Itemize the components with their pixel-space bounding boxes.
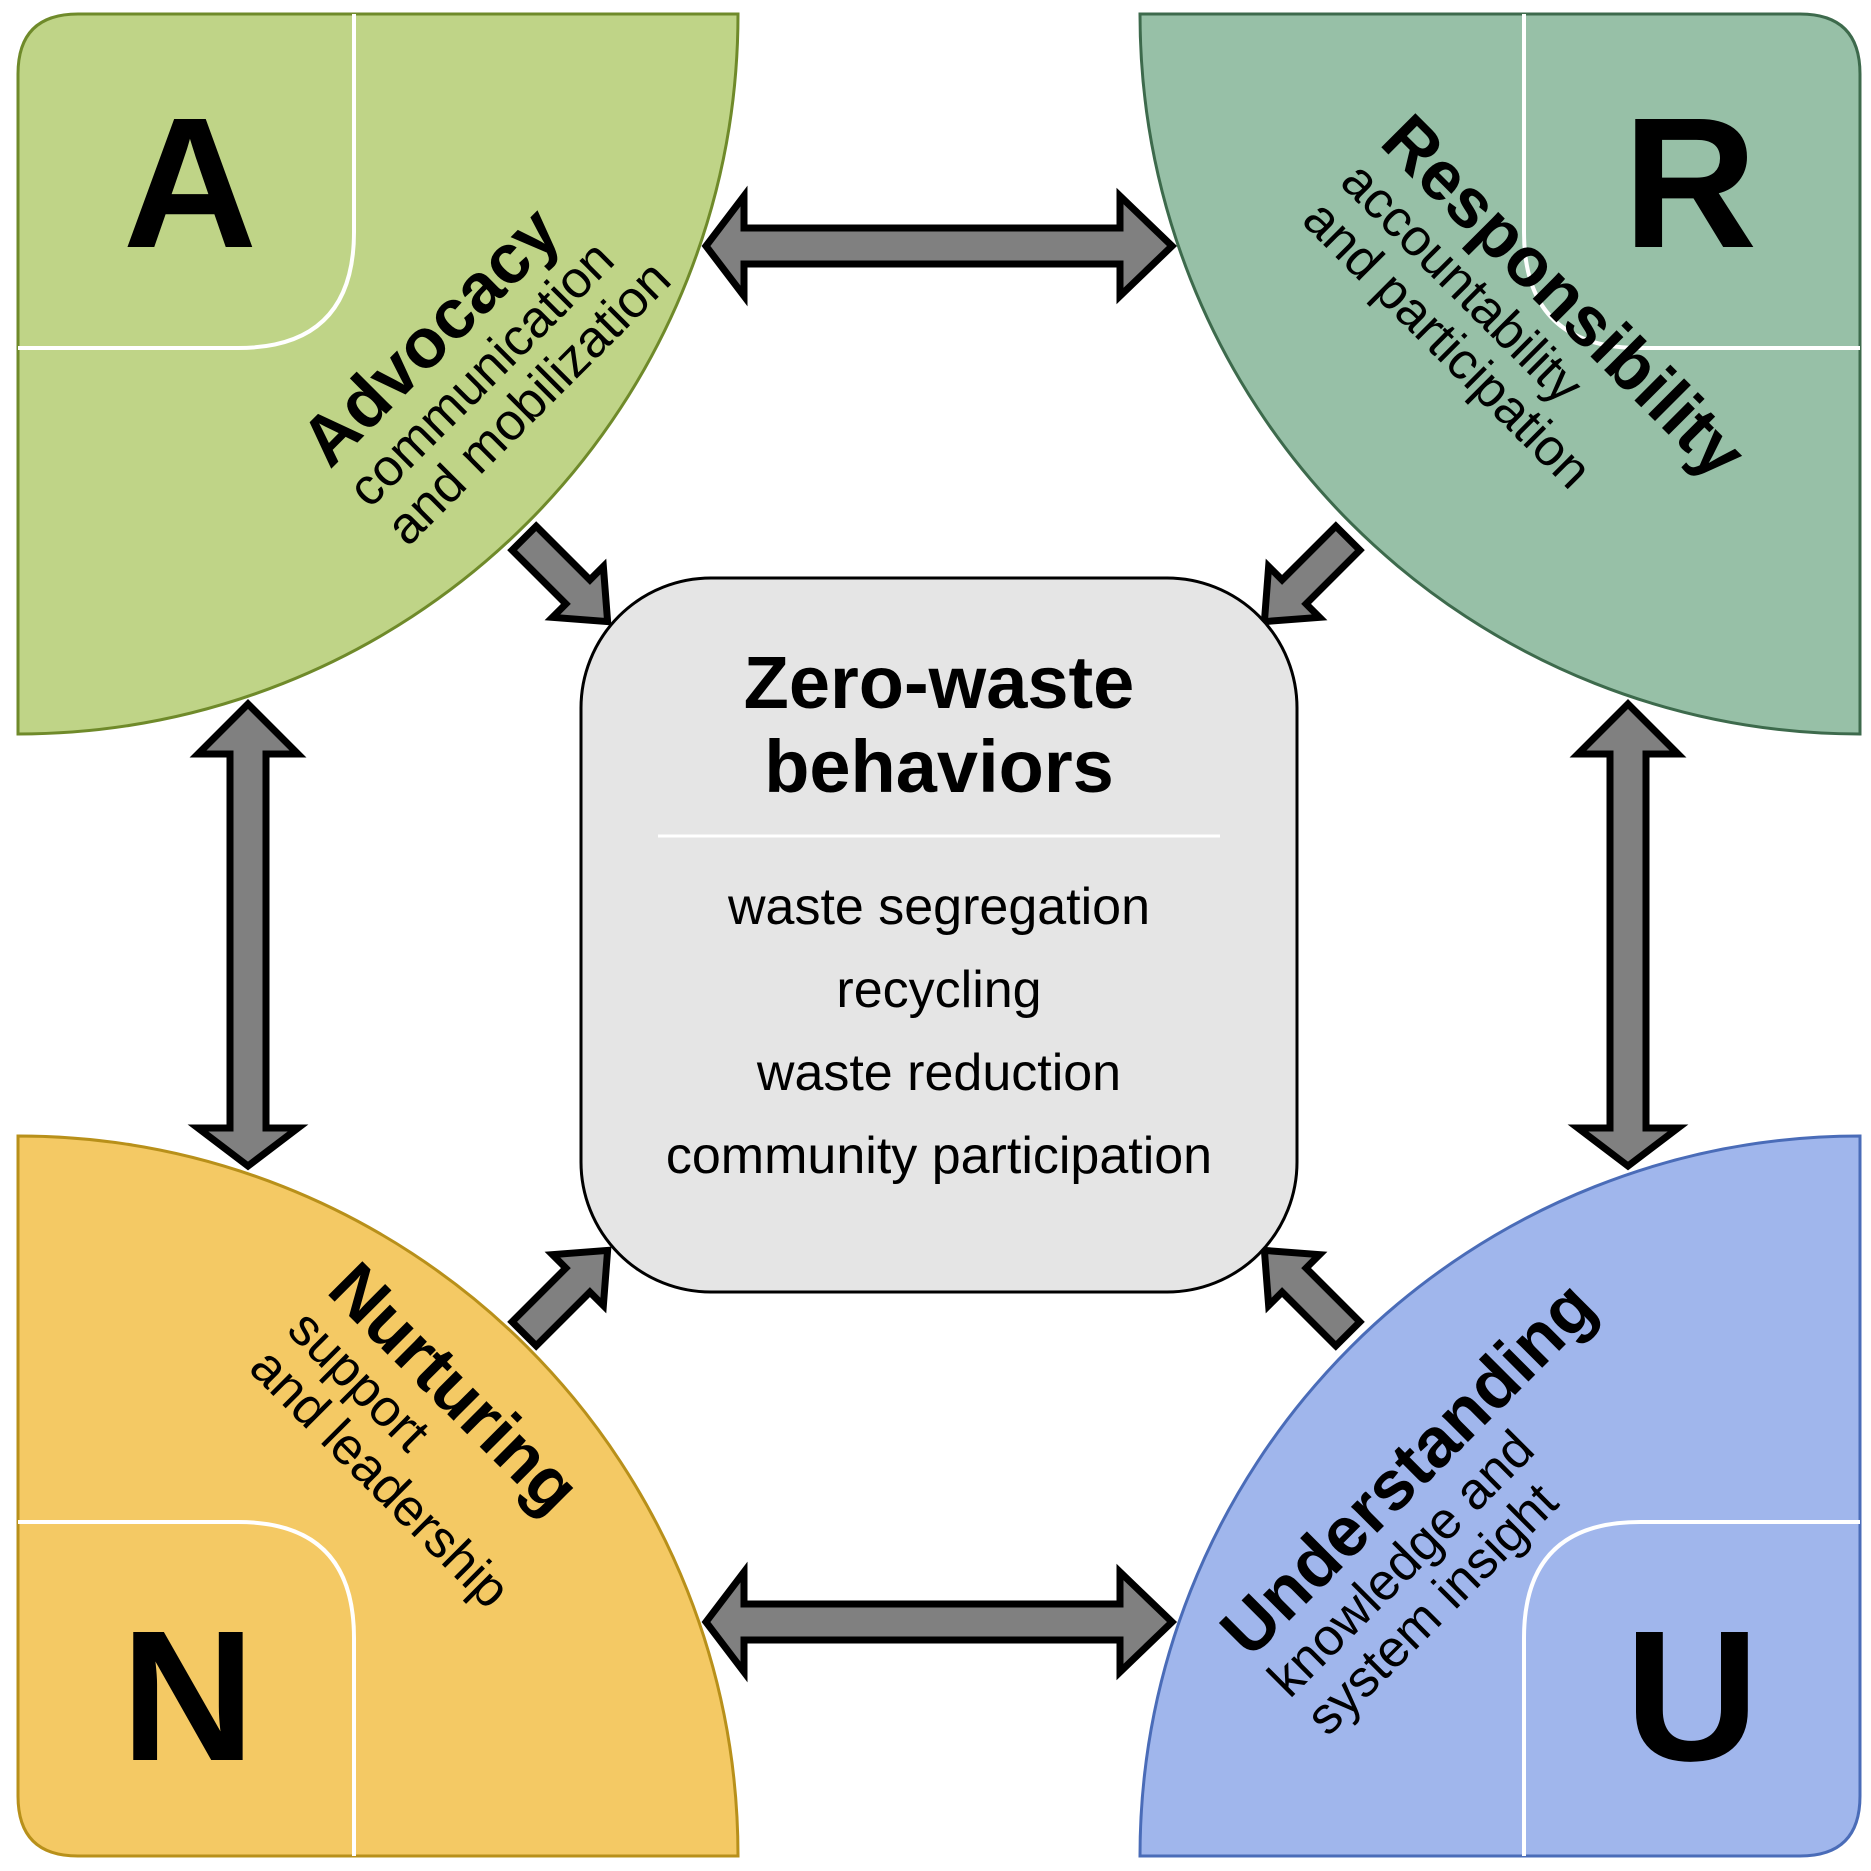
center-box-panel [579,576,1299,1294]
center-item: recycling [836,961,1041,1019]
arrow-nurturing-to-center [507,1246,612,1351]
quadrant-nurturing: N Nurturing support and leadership [16,1134,740,1858]
understanding-letter-guide [1522,1520,1860,1856]
arrow-responsibility-to-center [1260,521,1365,626]
quadrant-responsibility: R Responsibility accountability and part… [1138,12,1862,736]
responsibility-panel [1138,12,1862,736]
arrow-nurturing-understanding [701,1561,1178,1683]
responsibility-letter-guide [1522,14,1860,350]
nurturing-panel [16,1134,740,1858]
understanding-panel [1138,1134,1862,1858]
center-item: waste reduction [756,1044,1121,1102]
center-title-line2: behaviors [764,725,1114,808]
understanding-letter: U [1625,1593,1759,1800]
advocacy-panel [16,12,740,736]
arrow-advocacy-nurturing [187,699,309,1171]
arrow-advocacy-responsibility [701,185,1178,307]
center-item: waste segregation [727,878,1150,936]
arrow-advocacy-to-center [507,521,612,626]
arrow-responsibility-understanding [1567,699,1689,1171]
center-item: community participation [666,1127,1212,1185]
quadrant-advocacy: A Advocacy communication and mobilizatio… [16,12,740,736]
nurturing-letter-guide [18,1520,356,1856]
arrow-understanding-to-center [1260,1246,1365,1351]
nurturing-letter: N [121,1593,255,1800]
advocacy-letter: A [123,80,257,287]
center-box: Zero-waste behaviors waste segregation r… [579,576,1299,1294]
quadrant-understanding: U Understanding knowledge and system ins… [1138,1134,1862,1858]
advocacy-letter-guide [18,14,356,350]
center-title-line1: Zero-waste [744,641,1135,724]
responsibility-letter: R [1623,80,1757,287]
